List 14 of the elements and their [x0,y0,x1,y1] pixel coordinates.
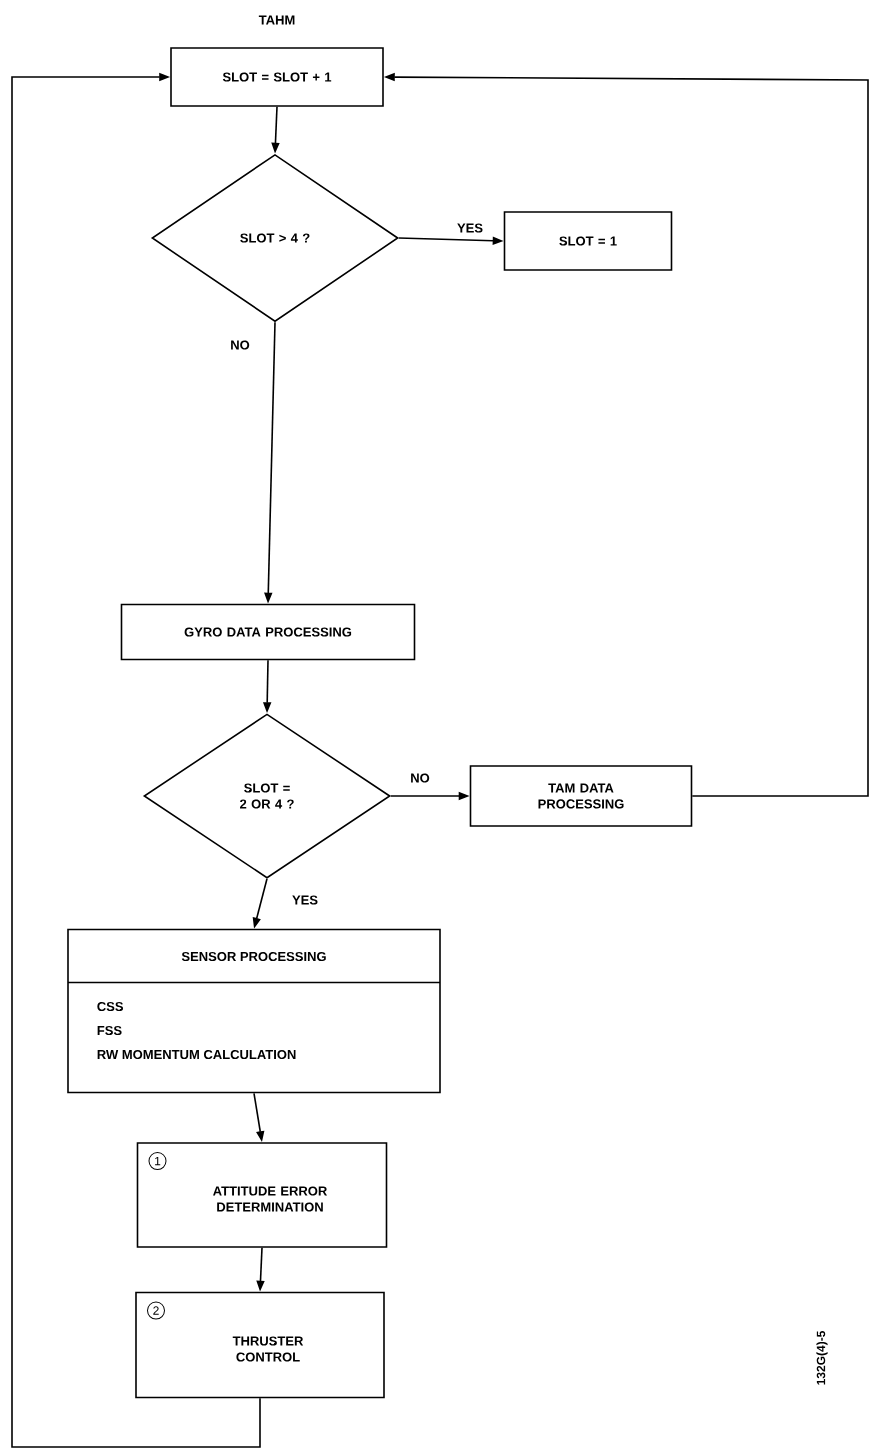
edge-label: YES [456,222,484,234]
process-box: TAM DATA PROCESSING [469,765,693,827]
arrow [11,72,261,1448]
edge-label: YES [291,894,319,906]
process-box: GYRO DATA PROCESSING [120,603,416,661]
process-box: SLOT = SLOT + 1 [170,47,384,107]
process-box: 1 ATTITUDE ERROR DETERMINATION [136,1142,388,1248]
figure-number: 132G(4)-5 [816,1331,828,1385]
title: TAHM [258,15,295,25]
edge-label: NO [229,339,251,351]
edge-label: NO [409,772,431,784]
process-box: SENSOR PROCESSING CSS FSS RW MOMENTUM CALCULATION [67,928,441,1094]
process-box: 2 THRUSTER CONTROL [135,1291,385,1399]
process-box: SLOT = 1 [503,211,673,271]
